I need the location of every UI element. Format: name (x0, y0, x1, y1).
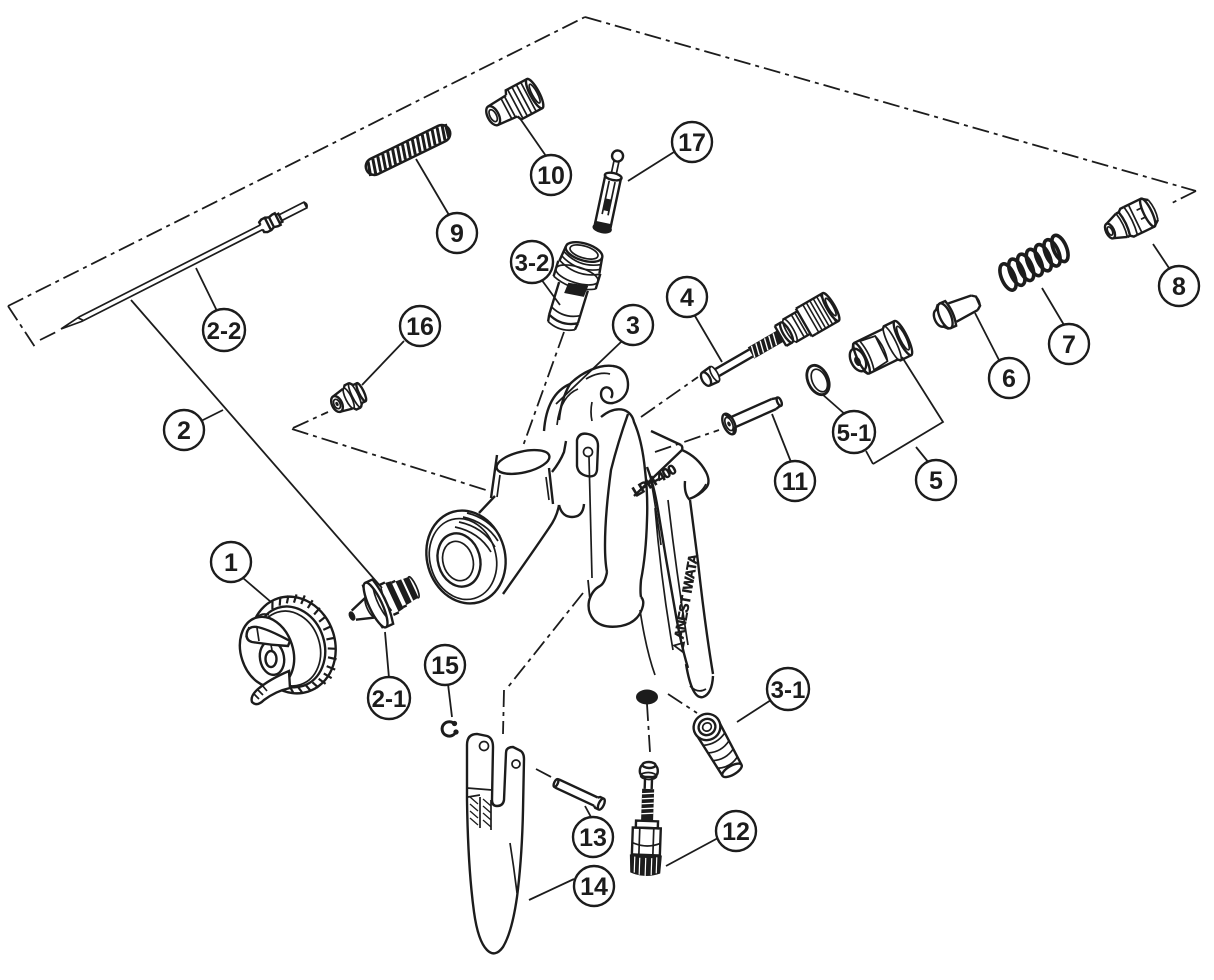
svg-text:2-1: 2-1 (372, 686, 407, 713)
svg-text:5: 5 (929, 467, 943, 495)
svg-text:10: 10 (537, 162, 565, 190)
svg-text:3-2: 3-2 (515, 250, 550, 277)
svg-text:3-1: 3-1 (771, 677, 806, 704)
svg-text:6: 6 (1002, 365, 1016, 393)
svg-text:16: 16 (406, 313, 434, 341)
svg-text:8: 8 (1172, 273, 1186, 301)
svg-text:2-2: 2-2 (207, 318, 242, 345)
svg-text:12: 12 (722, 818, 750, 846)
svg-text:2: 2 (177, 417, 191, 445)
svg-text:11: 11 (782, 468, 809, 496)
svg-text:9: 9 (450, 220, 464, 248)
svg-text:5-1: 5-1 (837, 420, 872, 447)
svg-text:13: 13 (579, 824, 607, 852)
svg-text:14: 14 (580, 873, 608, 901)
svg-text:15: 15 (431, 652, 459, 680)
svg-text:4: 4 (680, 284, 694, 312)
svg-text:1: 1 (224, 549, 238, 577)
svg-text:7: 7 (1062, 331, 1076, 359)
svg-text:17: 17 (678, 129, 706, 157)
svg-text:3: 3 (626, 312, 640, 340)
